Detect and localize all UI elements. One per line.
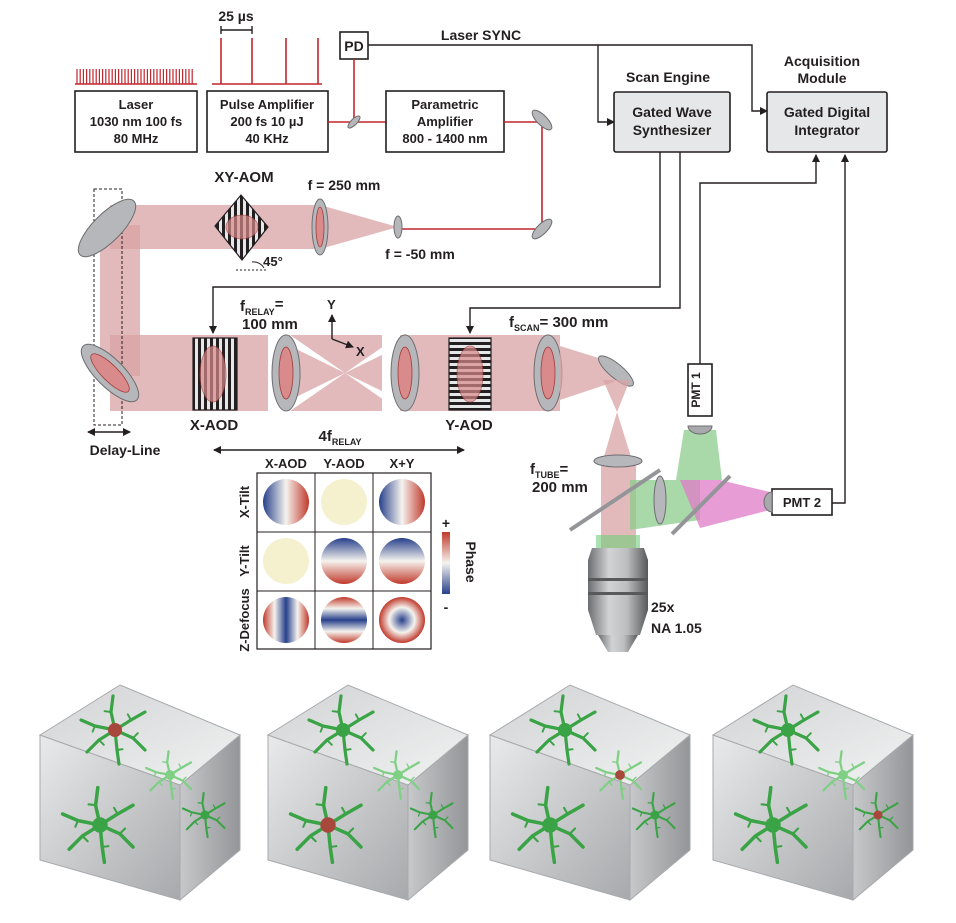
phase-cell-ytilt-xaod <box>263 538 309 584</box>
objective-na-label: NA 1.05 <box>651 620 702 636</box>
row-header-z-defocus: Z-Defocus <box>237 588 252 652</box>
y-aod-label: Y-AOD <box>445 417 493 434</box>
delay-mirror-top <box>77 198 137 258</box>
neuron-cube-3 <box>488 684 691 902</box>
svg-text:1030 nm 100 fs: 1030 nm 100 fs <box>90 114 183 129</box>
pmt2: PMT 2 <box>763 488 833 516</box>
svg-text:PMT 2: PMT 2 <box>783 495 821 510</box>
scan-mirror <box>598 355 634 387</box>
row-header-y-tilt: Y-Tilt <box>237 545 252 577</box>
x-aod-label: X-AOD <box>190 417 239 434</box>
phase-cell-xtilt-xy <box>379 479 425 525</box>
four-f-relay-label: 4fRELAY <box>318 428 361 447</box>
svg-text:PD: PD <box>344 38 363 54</box>
neuron-cube-1 <box>38 684 241 902</box>
objective-mag-label: 25x <box>651 599 675 615</box>
f-tube-label: fTUBE= <box>530 461 569 480</box>
svg-text:-: - <box>444 599 449 615</box>
fluorescence-magenta-path <box>680 480 770 528</box>
f-scan-label: fSCAN= 300 mm <box>509 314 608 333</box>
col-header-xy: X+Y <box>390 456 415 471</box>
delay-line-box <box>93 188 123 426</box>
pulse-train-amplified: 25 µs <box>212 8 322 85</box>
gated-digital-integrator-box: Gated Digital Integrator <box>766 91 888 153</box>
svg-text:Y: Y <box>327 297 336 312</box>
svg-text:Phase: Phase <box>463 541 479 582</box>
col-header-x-aod: X-AOD <box>265 456 307 471</box>
phase-grid: X-AOD Y-AOD X+Y X-Tilt Y-Tilt Z-Defocus <box>237 456 432 652</box>
acquisition-label-2: Module <box>798 70 847 86</box>
phase-cell-xtilt-xaod <box>263 479 309 525</box>
pulse-amplifier-box: Pulse Amplifier 200 fs 10 µJ 40 KHz <box>206 90 329 153</box>
delay-line-label: Delay-Line <box>90 442 161 458</box>
svg-text:80 MHz: 80 MHz <box>114 131 159 146</box>
laser-sync-label: Laser SYNC <box>441 27 521 43</box>
svg-text:Gated Wave: Gated Wave <box>632 104 712 120</box>
phase-cell-defocus-xaod <box>263 597 309 643</box>
beam-splitter <box>347 115 361 129</box>
laser-box: Laser 1030 nm 100 fs 80 MHz <box>74 90 198 153</box>
svg-text:Integrator: Integrator <box>794 122 860 138</box>
svg-text:40 KHz: 40 KHz <box>245 131 289 146</box>
f-tube-value: 200 mm <box>532 479 588 496</box>
x-aod <box>192 337 238 411</box>
scan-engine-label: Scan Engine <box>626 69 710 85</box>
xy-aom-label: XY-AOM <box>214 169 273 186</box>
neuron-cube-2 <box>266 684 469 902</box>
f250-label: f = 250 mm <box>308 177 381 193</box>
row-header-x-tilt: X-Tilt <box>237 485 252 518</box>
phase-cell-xtilt-yaod <box>321 479 367 525</box>
lens-fm50 <box>393 215 403 239</box>
svg-text:Laser: Laser <box>119 97 154 112</box>
photodiode-pd: PD <box>339 31 369 60</box>
y-aod <box>448 337 492 411</box>
phase-cell-defocus-xy <box>379 597 425 643</box>
acquisition-label-1: Acquisition <box>784 53 860 69</box>
dichroic-1 <box>568 468 662 532</box>
svg-text:X: X <box>356 344 365 359</box>
col-header-y-aod: Y-AOD <box>323 456 364 471</box>
phase-cell-defocus-yaod <box>321 597 367 643</box>
svg-text:Parametric: Parametric <box>411 97 478 112</box>
neuron-cubes <box>38 684 914 902</box>
phase-cell-ytilt-yaod <box>321 538 367 584</box>
gated-wave-synthesizer-box: Gated Wave Synthesizer <box>613 91 731 153</box>
pmt1: PMT 1 <box>687 363 713 435</box>
phase-cell-ytilt-xy <box>379 538 425 584</box>
parametric-amplifier-box: Parametric Amplifier 800 - 1400 nm <box>385 90 505 153</box>
xy-axes-indicator: Y X <box>327 297 365 359</box>
svg-text:+: + <box>442 515 450 531</box>
svg-text:Pulse Amplifier: Pulse Amplifier <box>220 97 314 112</box>
fm50-label: f = -50 mm <box>385 246 455 262</box>
tube-lens <box>593 454 643 468</box>
svg-text:800 - 1400 nm: 800 - 1400 nm <box>402 131 487 146</box>
pulse-train-laser <box>75 69 197 85</box>
mirror-opa-1 <box>531 109 553 131</box>
svg-text:200 fs 10 µJ: 200 fs 10 µJ <box>230 114 303 129</box>
angle-45-label: 45° <box>263 254 283 269</box>
phase-colorbar: + Phase - <box>442 515 479 615</box>
objective-lens <box>588 535 648 652</box>
f-relay-value: 100 mm <box>242 316 298 333</box>
collection-lens <box>653 475 667 525</box>
pulse-period-label: 25 µs <box>218 8 254 24</box>
f-relay-label: fRELAY= <box>240 296 284 317</box>
dichroic-2 <box>670 474 732 536</box>
svg-text:Amplifier: Amplifier <box>417 114 473 129</box>
xy-aom <box>214 194 269 261</box>
svg-text:Synthesizer: Synthesizer <box>633 122 712 138</box>
svg-text:PMT 1: PMT 1 <box>689 372 703 408</box>
neuron-cube-4 <box>711 684 914 902</box>
svg-text:Gated Digital: Gated Digital <box>784 104 870 120</box>
mirror-opa-2 <box>531 218 553 240</box>
